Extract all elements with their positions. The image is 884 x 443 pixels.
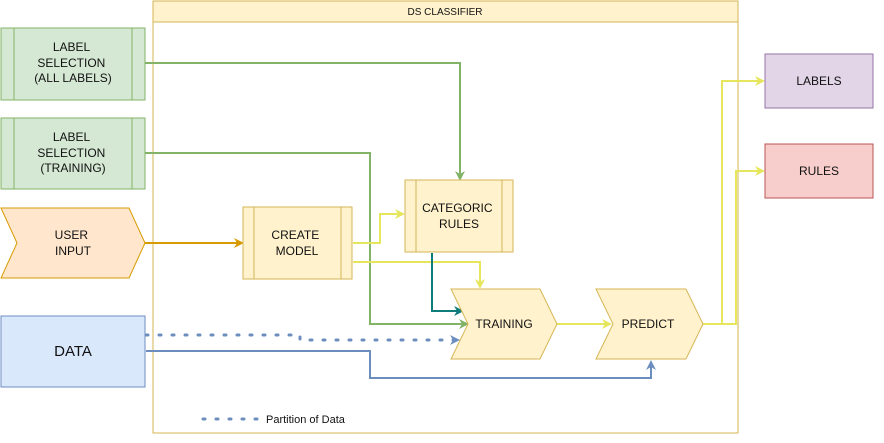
- label-training-line-1: LABEL: [53, 130, 91, 144]
- training-label: TRAINING: [475, 317, 532, 331]
- data-label: DATA: [54, 343, 92, 360]
- rules-label: RULES: [799, 164, 839, 178]
- label-all-line-3: (ALL LABELS): [34, 71, 112, 85]
- create-model-line-1: CREATE: [271, 228, 319, 242]
- label-training-line-3: (TRAINING): [40, 161, 105, 175]
- labels-label: LABELS: [796, 74, 841, 88]
- node-labels[interactable]: LABELS: [764, 53, 874, 109]
- node-data[interactable]: DATA: [0, 315, 146, 388]
- edge-predict-to-rules: [703, 166, 765, 325]
- label-training-line-2: SELECTION: [37, 146, 105, 160]
- create-model-line-2: MODEL: [276, 244, 319, 258]
- node-label-selection-training[interactable]: LABEL SELECTION (TRAINING): [0, 117, 146, 190]
- user-input-line-1: USER: [55, 228, 89, 242]
- svg-text:LABEL SELECTION (T: LABEL SELECTION (TRAINING): [37, 130, 108, 175]
- node-predict[interactable]: PREDICT: [595, 288, 704, 360]
- node-rules[interactable]: RULES: [764, 143, 874, 199]
- node-training[interactable]: TRAINING: [450, 288, 558, 360]
- user-input-line-2: INPUT: [55, 244, 92, 258]
- edge-label-all-to-categoric-rules: [145, 62, 465, 181]
- legend-label: Partition of Data: [266, 414, 346, 426]
- node-create-model[interactable]: CREATE MODEL: [242, 206, 353, 280]
- edges: [144, 62, 765, 379]
- edge-data-partition-to-training: [144, 333, 460, 345]
- edge-data-to-predict: [146, 350, 656, 379]
- predict-label: PREDICT: [622, 317, 675, 331]
- svg-text:USER INPUT: USER INPUT: [55, 228, 92, 258]
- svg-text:LABEL SELECTION (A: LABEL SELECTION (ALL LABELS): [34, 40, 112, 85]
- edge-label-training-to-training: [145, 152, 469, 329]
- label-all-line-2: SELECTION: [37, 56, 105, 70]
- categoric-rules-line-2: RULES: [439, 217, 479, 231]
- label-all-line-1: LABEL: [53, 40, 91, 54]
- edge-categoric-rules-to-training: [431, 253, 464, 316]
- categoric-rules-line-1: CATEGORIC: [422, 201, 493, 215]
- node-user-input[interactable]: USER INPUT: [0, 207, 146, 279]
- svg-text:CREATE MODEL: CREATE MODEL: [271, 228, 322, 258]
- node-categoric-rules[interactable]: CATEGORIC RULES: [404, 179, 514, 253]
- container-title: DS CLASSIFIER: [407, 7, 482, 18]
- legend-partition-of-data: Partition of Data: [201, 414, 346, 426]
- svg-text:CATEGORIC RULES: CATEGORIC RULES: [422, 201, 496, 231]
- edge-create-model-to-training: [353, 261, 485, 289]
- node-label-selection-all-labels[interactable]: LABEL SELECTION (ALL LABELS): [0, 27, 146, 101]
- edge-create-model-to-categoric-rules: [353, 209, 405, 244]
